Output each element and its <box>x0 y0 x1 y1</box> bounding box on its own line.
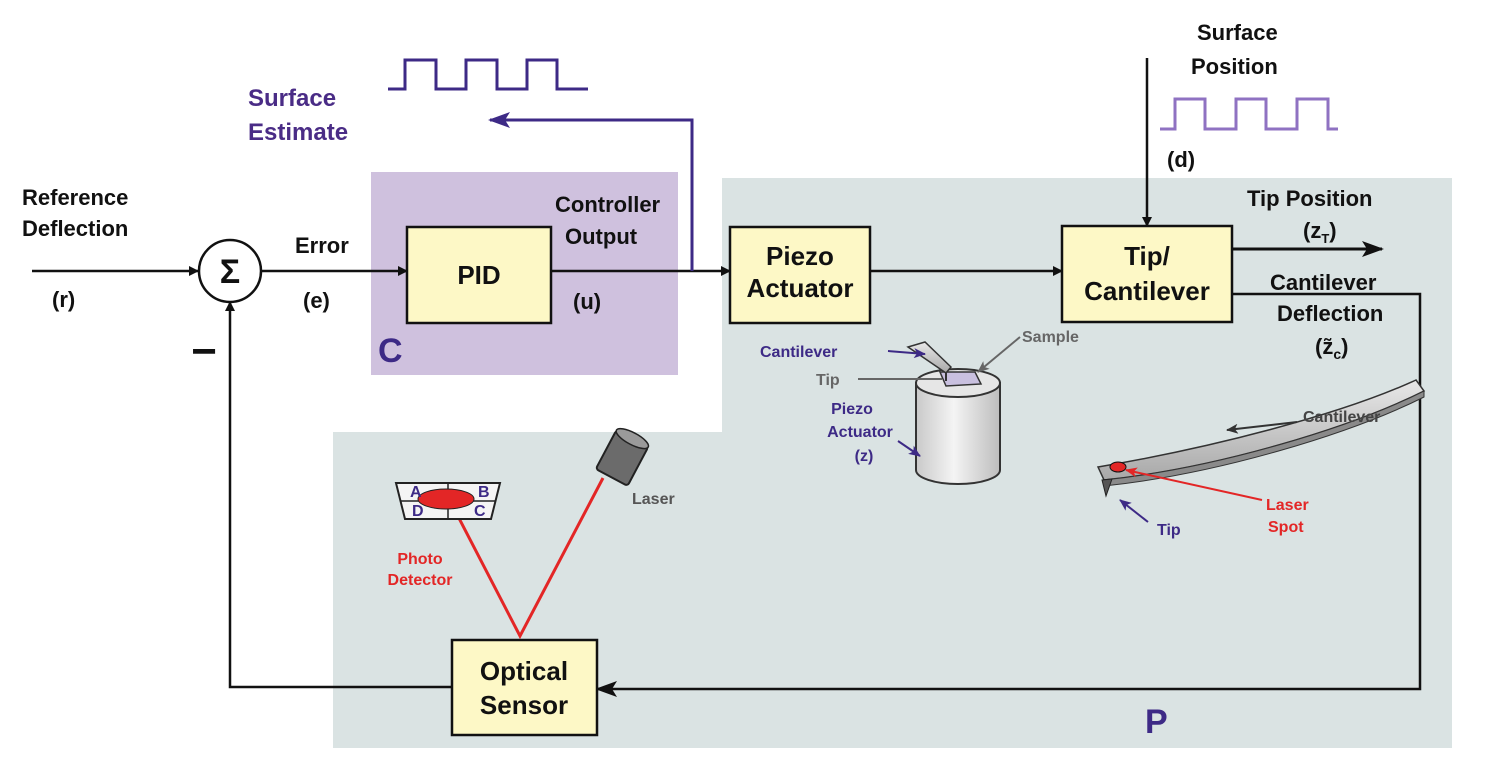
laser-spot-dot <box>1109 461 1127 473</box>
u-label: (u) <box>573 289 601 314</box>
tip-right-pointer <box>1119 499 1149 523</box>
cantilever-right-pointer <box>1226 421 1298 434</box>
optical-label-line1: Optical <box>480 656 568 686</box>
laser-spot-callout-line2: Spot <box>1268 519 1304 536</box>
sample-callout: Sample <box>1022 329 1079 346</box>
surface-position-square-wave-icon <box>1160 97 1338 131</box>
tip-position-label: Tip Position <box>1247 186 1372 211</box>
surface-estimate-line <box>488 112 694 271</box>
surface-position-label-line1: Surface <box>1197 20 1278 45</box>
error-label: Error <box>295 233 349 258</box>
zc-label: (z̃c) <box>1315 334 1348 362</box>
laser-beam <box>446 477 605 640</box>
optical-sensor-block: Optical Sensor <box>450 638 599 737</box>
cantilever-callout: Cantilever <box>760 344 837 361</box>
sum-symbol: Σ <box>220 253 240 291</box>
p-region-label: P <box>1145 703 1168 741</box>
cantilever-right-callout: Cantilever <box>1303 409 1380 426</box>
pid-label: PID <box>457 260 500 290</box>
controller-output-label-line2: Output <box>565 224 638 249</box>
cantilever-pointer <box>887 348 926 359</box>
piezo-callout-line3: (z) <box>855 448 874 465</box>
tip-label-line1: Tip/ <box>1124 241 1170 271</box>
cantilever-deflection-label-line1: Cantilever <box>1270 270 1377 295</box>
piezo-callout-line1: Piezo <box>831 401 873 418</box>
photo-detector-icon: A B D C <box>394 482 502 520</box>
piezo-cylinder-icon <box>906 341 1001 485</box>
quadrant-a: A <box>410 484 422 501</box>
deflection-feedback-line <box>595 292 1422 697</box>
sensor-feedback-line <box>225 301 452 689</box>
surface-estimate-label-line1: Surface <box>248 85 336 112</box>
quadrant-c: C <box>474 503 486 520</box>
laser-callout: Laser <box>632 491 675 508</box>
tip-right-callout: Tip <box>1157 522 1181 539</box>
photo-detector-callout-line2: Detector <box>388 572 453 589</box>
pid-block: PID <box>405 225 553 325</box>
surface-estimate-label-line2: Estimate <box>248 119 348 146</box>
optical-label-line2: Sensor <box>480 690 568 720</box>
laser-spot-callout-line1: Laser <box>1266 497 1309 514</box>
quadrant-b: B <box>478 484 490 501</box>
tip-label-line2: Cantilever <box>1084 276 1210 306</box>
d-label: (d) <box>1167 147 1195 172</box>
laser-spot-pointer <box>1125 467 1263 501</box>
controller-output-label-line1: Controller <box>555 192 661 217</box>
reference-label-line1: Reference <box>22 185 128 210</box>
surface-position-label-line2: Position <box>1191 54 1278 79</box>
photo-detector-callout-line1: Photo <box>397 551 443 568</box>
r-label: (r) <box>52 287 75 312</box>
cantilever-deflection-label-line2: Deflection <box>1277 301 1383 326</box>
piezo-actuator-block: Piezo Actuator <box>728 225 872 325</box>
sample-pointer <box>977 336 1021 373</box>
tip-cantilever-block: Tip/ Cantilever <box>1060 224 1234 324</box>
piezo-label-line1: Piezo <box>766 241 834 271</box>
e-label: (e) <box>303 288 330 313</box>
tip-callout: Tip <box>816 372 840 389</box>
zt-label: (zT) <box>1303 218 1337 246</box>
piezo-pointer <box>897 440 921 457</box>
piezo-label-line2: Actuator <box>747 273 854 303</box>
piezo-callout-line2: Actuator <box>827 424 893 441</box>
surface-estimate-square-wave-icon <box>388 58 588 91</box>
c-region-label: C <box>378 332 403 370</box>
laser-source-icon <box>595 427 650 486</box>
quadrant-d: D <box>412 503 424 520</box>
minus-sign: − <box>191 327 217 376</box>
reference-label-line2: Deflection <box>22 216 128 241</box>
summing-junction-icon: Σ <box>197 238 263 304</box>
